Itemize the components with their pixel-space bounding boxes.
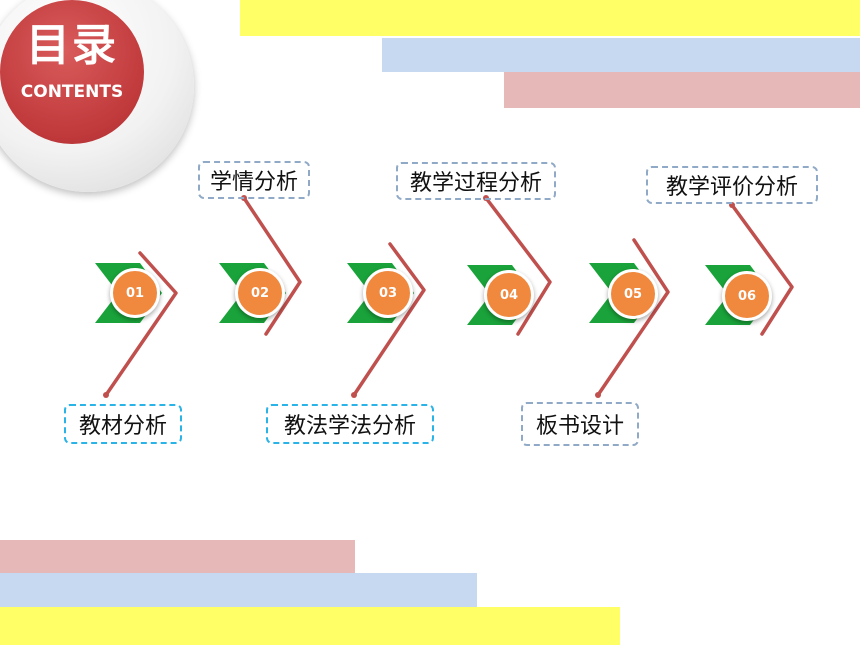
connector-line-5: [596, 238, 670, 397]
step-label-6[interactable]: 教学评价分析: [646, 166, 818, 204]
step-number-1[interactable]: 01: [110, 268, 160, 318]
step-number-6[interactable]: 06: [722, 271, 772, 321]
contents-badge: 目录 CONTENTS: [0, 0, 194, 192]
connector-line-3: [352, 242, 426, 397]
step-number-2[interactable]: 02: [235, 268, 285, 318]
connector-dot-3: [351, 392, 357, 398]
connector-line-1: [104, 251, 178, 397]
badge-subtitle: CONTENTS: [20, 82, 124, 102]
bottom-blue-stripe: [0, 573, 477, 607]
connector-dot-1: [103, 392, 109, 398]
top-blue-stripe: [382, 38, 860, 72]
step-label-1[interactable]: 教材分析: [64, 404, 182, 444]
connector-line-4: [484, 196, 552, 336]
step-label-3[interactable]: 教法学法分析: [266, 404, 434, 444]
connector-line-6: [730, 203, 794, 336]
contents-badge-inner: 目录 CONTENTS: [0, 0, 144, 144]
top-pink-stripe: [504, 72, 860, 108]
connector-line-2: [242, 196, 302, 336]
step-label-4[interactable]: 教学过程分析: [396, 162, 556, 200]
step-number-4[interactable]: 04: [484, 270, 534, 320]
step-number-3[interactable]: 03: [363, 268, 413, 318]
step-label-5[interactable]: 板书设计: [521, 402, 639, 446]
top-yellow-stripe: [240, 0, 860, 36]
connector-dot-5: [595, 392, 601, 398]
bottom-pink-stripe: [0, 540, 355, 573]
badge-title: 目录: [26, 20, 118, 71]
step-number-5[interactable]: 05: [608, 269, 658, 319]
step-label-2[interactable]: 学情分析: [198, 161, 310, 199]
bottom-yellow-stripe: [0, 607, 620, 645]
